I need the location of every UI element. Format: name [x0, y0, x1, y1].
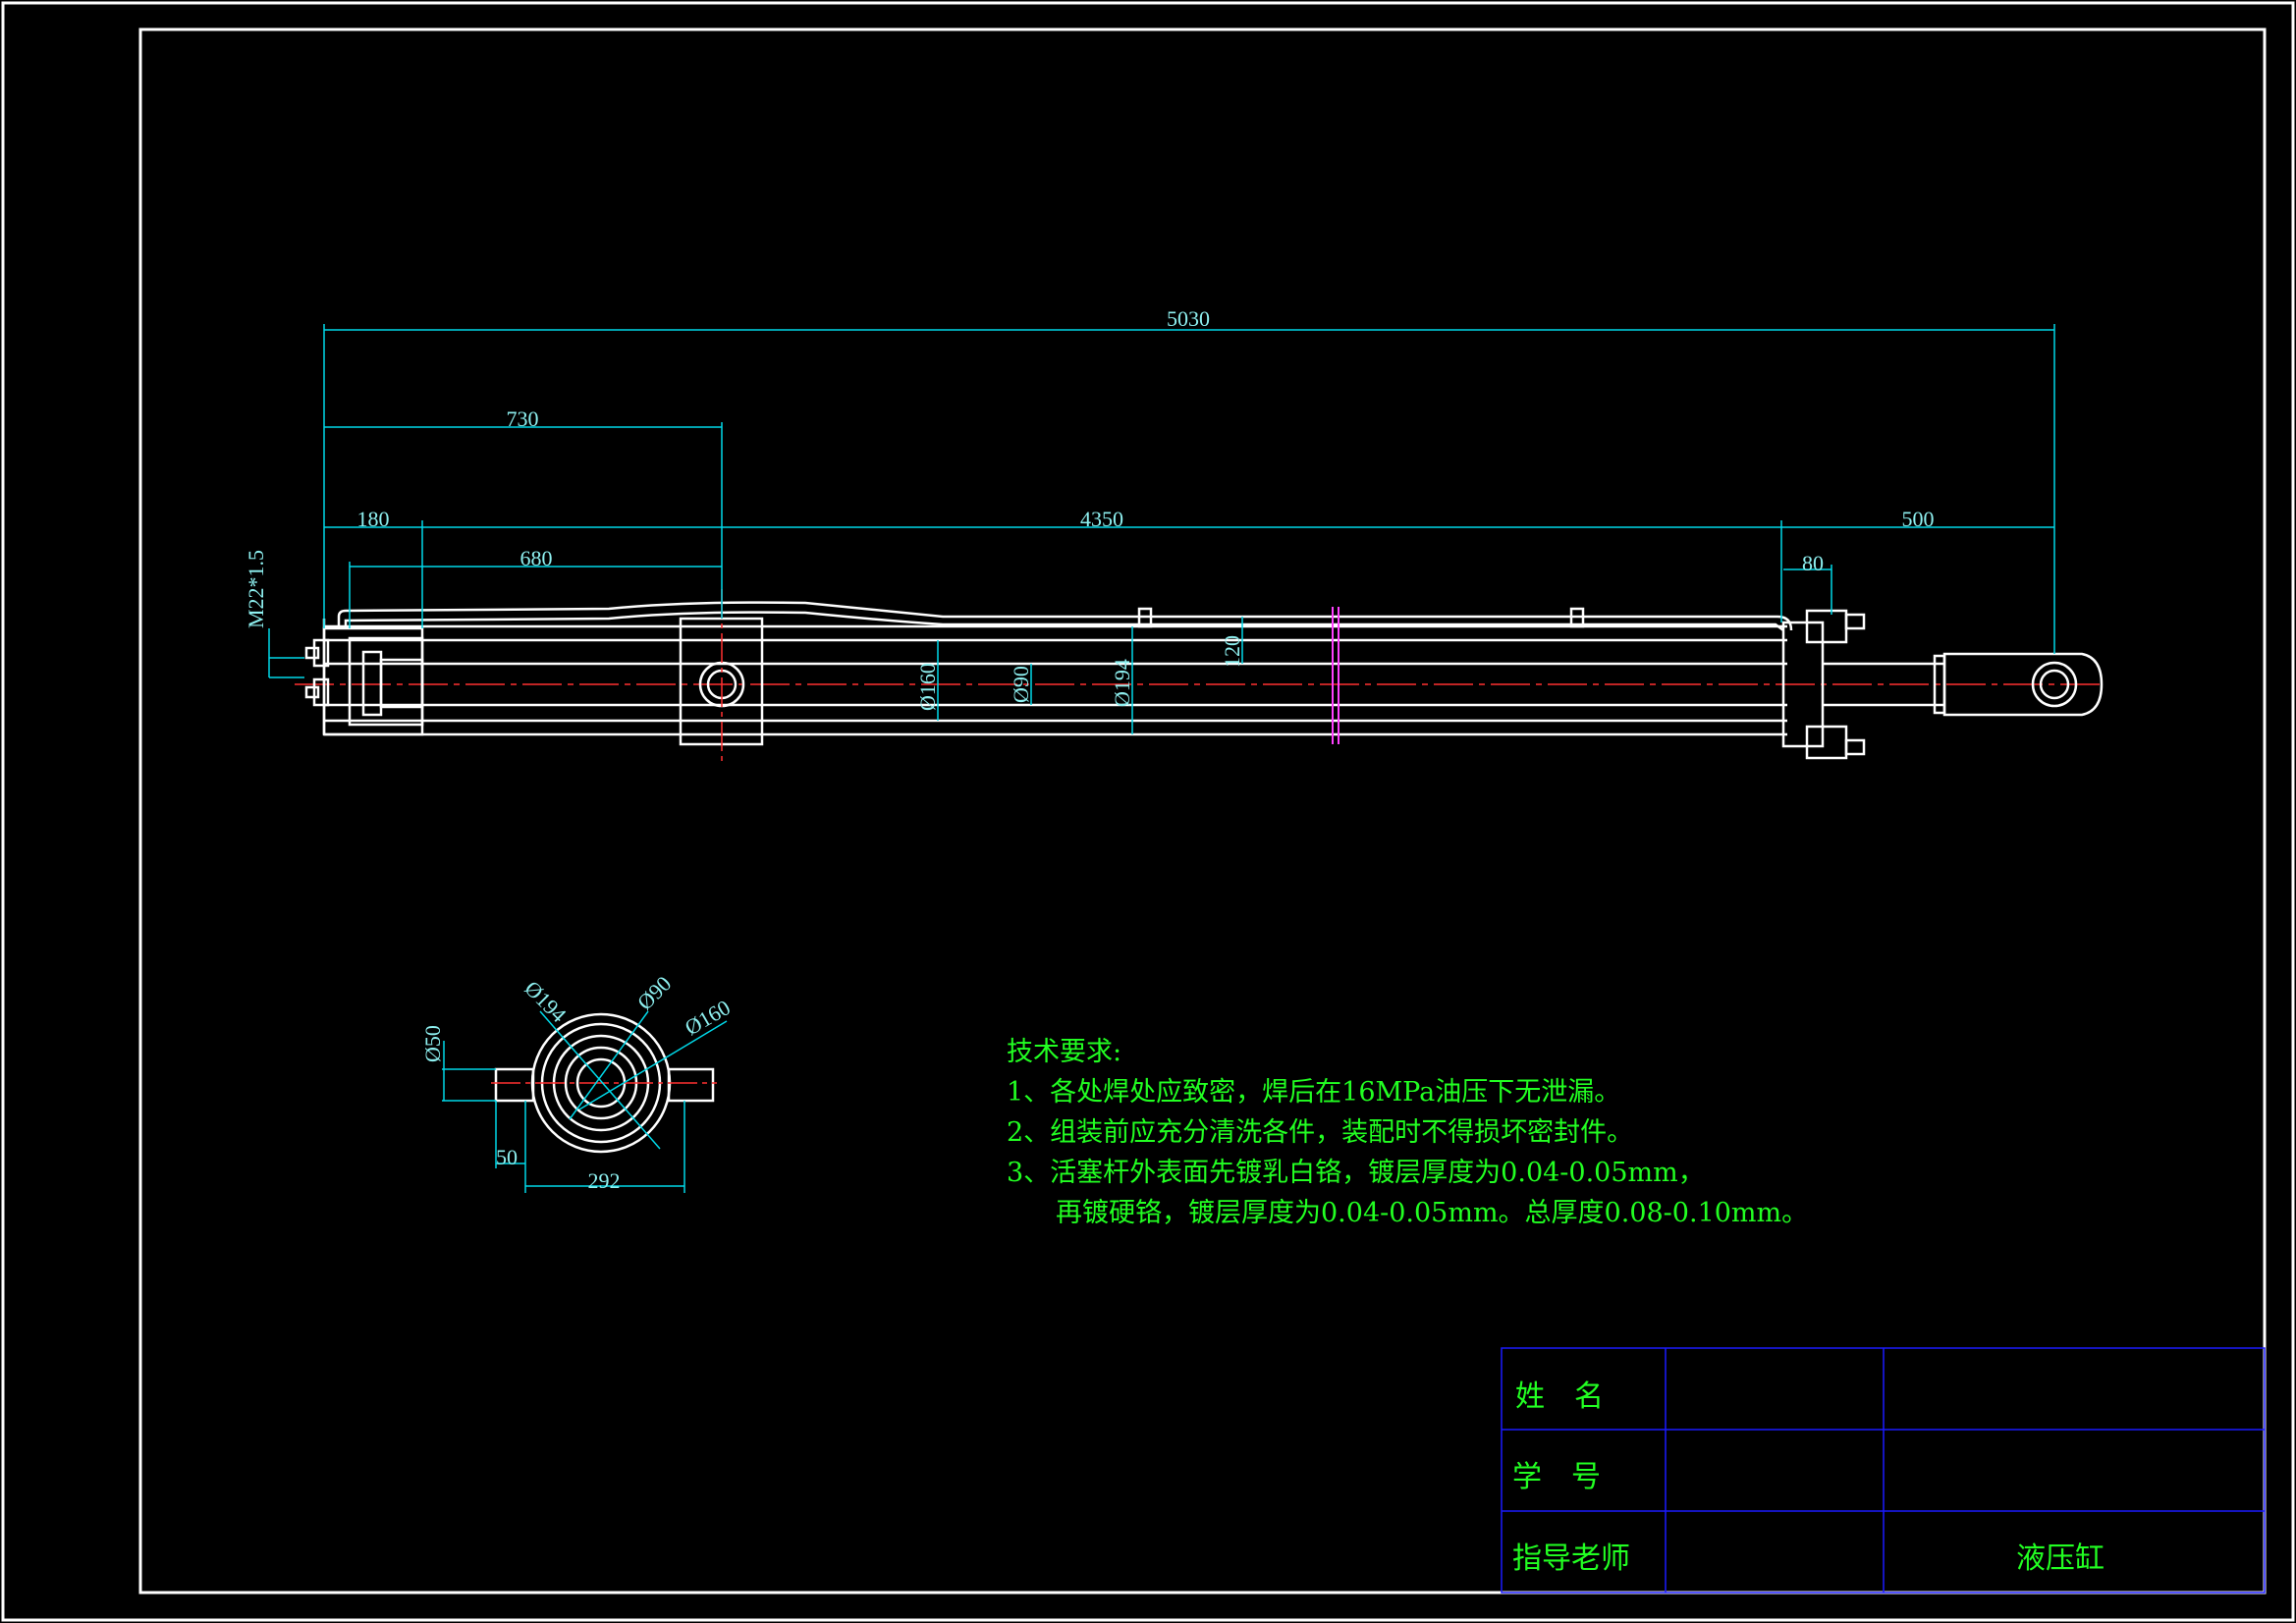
dim-thread: M22*1.5: [244, 550, 268, 628]
title-block-name-label: 姓 名: [1515, 1380, 1604, 1414]
title-block-advisor-label: 指导老师: [1512, 1542, 1630, 1576]
sec-292: 292: [588, 1168, 621, 1193]
tech-item-3: 3、活塞杆外表面先镀乳白铬，镀层厚度为0.04-0.05mm，: [1007, 1158, 1705, 1188]
dim-dia194: Ø194: [1110, 659, 1134, 707]
main-dimension-lines: [268, 324, 2055, 734]
sec-50: 50: [496, 1145, 518, 1169]
cylinder-elevation-view: [295, 589, 2104, 766]
dim-dia90: Ø90: [1009, 666, 1033, 703]
left-trunnion-pin: [494, 1067, 535, 1103]
dim-dia160: Ø160: [915, 663, 940, 711]
drawing-title: 液压缸: [2016, 1542, 2105, 1576]
dim-120: 120: [1220, 635, 1244, 668]
tech-item-1: 1、各处焊处应致密，焊后在16MPa油压下无泄漏。: [1007, 1077, 1620, 1108]
sec-dia194: Ø194: [519, 976, 571, 1027]
dim-680: 680: [520, 546, 553, 570]
dim-overall-length: 5030: [1167, 306, 1210, 331]
tech-item-2: 2、组装前应充分清洗各件，装配时不得损坏密封件。: [1007, 1117, 1633, 1148]
sec-dia90: Ø90: [632, 971, 676, 1014]
section-dimension-lines: [442, 1010, 728, 1193]
technical-requirements: 技术要求: 1、各处焊处应致密，焊后在16MPa油压下无泄漏。 2、组装前应充分…: [1007, 1037, 1808, 1228]
tech-item-3-cont: 再镀硬铬，镀层厚度为0.04-0.05mm。总厚度0.08-0.10mm。: [1056, 1198, 1808, 1228]
inner-drawing-frame: [138, 27, 2267, 1595]
dim-730: 730: [507, 406, 539, 431]
dim-180: 180: [357, 507, 390, 531]
cylinder-end-section-view: [491, 1012, 717, 1154]
title-block-student-id-label: 学 号: [1512, 1460, 1601, 1494]
dim-4350: 4350: [1080, 507, 1123, 531]
dim-500: 500: [1902, 507, 1935, 531]
tech-title: 技术要求:: [1007, 1037, 1121, 1067]
title-block: 姓 名 学 号 指导老师 液压缸: [1501, 1347, 2266, 1594]
dim-80: 80: [1802, 551, 1824, 575]
right-trunnion-pin: [667, 1067, 715, 1103]
sec-dia50: Ø50: [420, 1025, 445, 1062]
main-dimension-texts: 5030 730 180 4350 500 680 80 M22*1.5 Ø16…: [244, 306, 1935, 711]
